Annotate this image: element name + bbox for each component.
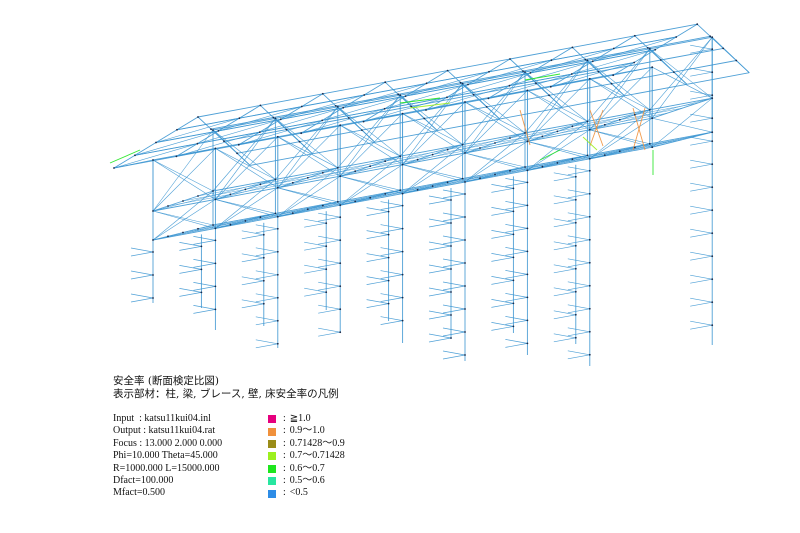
legend-swatch [268,452,276,461]
legend-swatch [268,415,276,424]
param-distance: R=1000.000 L=15000.000 [113,462,220,474]
title-line-2: 表示部材：柱, 梁, ブレース, 壁, 床安全率の凡例 [113,388,339,400]
legend-item: : 0.6～0.7 [268,463,345,475]
legend-swatch [268,439,276,448]
legend-label: 0.7～0.71428 [289,450,345,462]
legend-item: : ≧1.0 [268,413,345,425]
legend-label: 0.9～1.0 [289,425,325,437]
param-mfact: Mfact=0.500 [113,487,166,499]
param-output: Output : katsu11kui04.rat [113,425,216,437]
param-focus: Focus : 13.000 2.000 0.000 [113,437,223,449]
frame-nodes [113,23,738,356]
param-angles: Phi=10.000 Theta=45.000 [113,450,218,462]
legend-item: : 0.7～0.71428 [268,450,345,462]
safety-factor-legend: : ≧1.0 : 0.9～1.0 : 0.71428～0.9 : 0.7～0.7… [268,413,345,500]
legend-item: : <0.5 [268,487,345,499]
legend-swatch [268,489,276,498]
pile-springs [130,44,713,360]
legend-swatch [268,464,276,473]
legend-item: : 0.5～0.6 [268,475,345,487]
legend-label: ≧1.0 [289,413,311,424]
param-dfact: Dfact=100.000 [113,475,174,487]
frame-members [109,23,750,366]
param-input: Input : katsu11kui04.inl [113,413,211,424]
title-line-1: 安全率 (断面検定比図) [113,375,220,387]
legend-item: : 0.9～1.0 [268,425,345,437]
diagram-title: 安全率 (断面検定比図) 表示部材：柱, 梁, ブレース, 壁, 床安全率の凡例 [113,375,339,401]
legend-label: 0.71428～0.9 [289,437,345,449]
legend-swatch [268,427,276,436]
legend-label: <0.5 [289,487,308,499]
legend-swatch [268,477,276,486]
legend-item: : 0.71428～0.9 [268,438,345,450]
legend-label: 0.5～0.6 [289,474,325,486]
view-parameters: Input : katsu11kui04.inl Output : katsu1… [113,413,222,500]
legend-label: 0.6～0.7 [289,462,325,474]
